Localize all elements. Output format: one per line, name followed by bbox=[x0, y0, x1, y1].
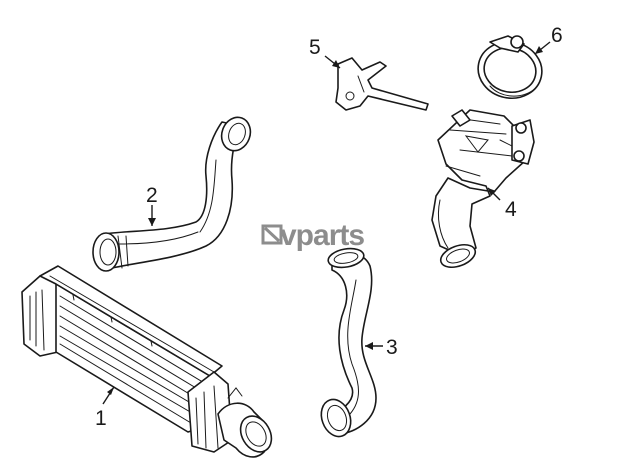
part-2-charge-hose[interactable] bbox=[92, 113, 255, 272]
callout-4: 4 bbox=[505, 198, 517, 221]
part-1-intercooler[interactable] bbox=[21, 265, 278, 458]
part-4-intake-pipe[interactable] bbox=[431, 109, 535, 272]
watermark-text: vparts bbox=[280, 219, 364, 252]
callout-1: 1 bbox=[95, 407, 107, 430]
watermark-logo-icon bbox=[261, 224, 283, 245]
part-5-bracket[interactable] bbox=[335, 57, 429, 111]
part-3-charge-hose[interactable] bbox=[316, 246, 377, 441]
callout-5: 5 bbox=[309, 36, 321, 59]
callout-6: 6 bbox=[551, 24, 563, 47]
callout-2: 2 bbox=[146, 184, 158, 207]
callout-3: 3 bbox=[386, 336, 398, 359]
watermark: vparts bbox=[261, 219, 365, 252]
leader-lines bbox=[102, 41, 551, 405]
part-6-hose-clamp[interactable] bbox=[473, 35, 547, 104]
